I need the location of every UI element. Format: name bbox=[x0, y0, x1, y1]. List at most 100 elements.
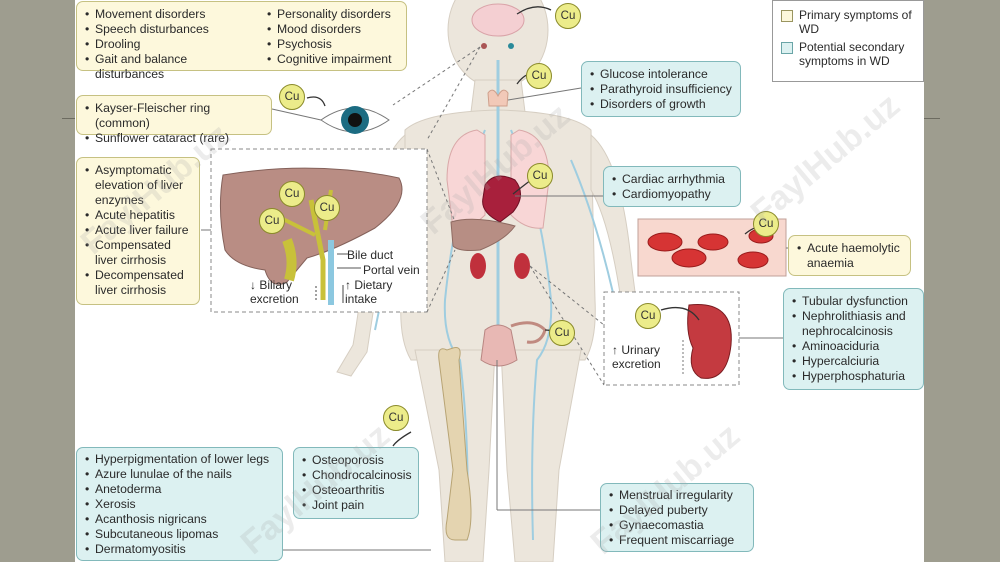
biliary-excretion-label: ↓ Biliary excretion bbox=[250, 278, 310, 306]
cu-marker-liver-1: Cu bbox=[279, 181, 305, 207]
reproductive-symptoms-box: Menstrual irregularity Delayed puberty G… bbox=[600, 483, 754, 552]
bile-duct-label: Bile duct bbox=[347, 248, 394, 262]
eye-right bbox=[508, 43, 514, 49]
kidney-left bbox=[470, 253, 486, 279]
list-item: Gynaecomastia bbox=[609, 518, 745, 533]
slide-border-left bbox=[0, 0, 75, 562]
list-item: Hyperphosphaturia bbox=[792, 369, 915, 384]
cu-marker-liver-2: Cu bbox=[314, 195, 340, 221]
cu-text: Cu bbox=[532, 170, 548, 182]
legend-primary-label: Primary symptoms of WD bbox=[799, 8, 912, 36]
list-item: Movement disorders bbox=[85, 7, 257, 22]
bone-list: Osteoporosis Chondrocalcinosis Osteoarth… bbox=[302, 453, 412, 513]
arrow-up-icon: ↑ bbox=[612, 343, 618, 357]
list-item: Hypercalciuria bbox=[792, 354, 915, 369]
liver bbox=[450, 218, 516, 251]
list-item: Kayser-Fleischer ring (common) bbox=[85, 101, 263, 131]
legend-swatch-secondary bbox=[781, 42, 793, 54]
list-item: Acute haemolytic anaemia bbox=[797, 241, 902, 271]
legend-secondary: Potential secondary symptoms in WD bbox=[781, 40, 915, 68]
list-item: Parathyroid insufficiency bbox=[590, 82, 732, 97]
legend-secondary-label: Potential secondary symptoms in WD bbox=[799, 40, 905, 68]
kidney-list: Tubular dysfunction Nephrolithiasis and … bbox=[792, 294, 915, 384]
cu-text: Cu bbox=[640, 310, 656, 322]
cu-marker-heart: Cu bbox=[527, 163, 553, 189]
cu-text: Cu bbox=[319, 202, 335, 214]
leg-bone bbox=[438, 347, 472, 541]
blood-inset bbox=[637, 218, 787, 277]
list-item: Acute liver failure bbox=[85, 223, 191, 238]
cardiac-list: Cardiac arrhythmia Cardiomyopathy bbox=[612, 172, 732, 202]
list-item: Hyperpigmentation of lower legs bbox=[85, 452, 274, 467]
list-item: Cardiac arrhythmia bbox=[612, 172, 732, 187]
list-item: Psychosis bbox=[267, 37, 391, 52]
cu-text: Cu bbox=[284, 188, 300, 200]
liver-symptoms-box: Asymptomatic elevation of liver enzymes … bbox=[76, 157, 200, 305]
endocrine-list: Glucose intolerance Parathyroid insuffic… bbox=[590, 67, 732, 112]
list-item: Osteoarthritis bbox=[302, 483, 410, 498]
list-item: Frequent miscarriage bbox=[609, 533, 745, 548]
kidney-inset bbox=[603, 291, 740, 386]
cu-marker-kidney: Cu bbox=[635, 303, 661, 329]
liver-list: Asymptomatic elevation of liver enzymes … bbox=[85, 163, 191, 298]
list-item: Drooling bbox=[85, 37, 257, 52]
list-item: Menstrual irregularity bbox=[609, 488, 745, 503]
legend-primary: Primary symptoms of WD bbox=[781, 8, 915, 36]
cu-text: Cu bbox=[560, 10, 576, 22]
cu-marker-brain: Cu bbox=[555, 3, 581, 29]
list-item: Cognitive impairment bbox=[267, 52, 391, 67]
liver-inset bbox=[210, 148, 428, 313]
kidney-symptoms-box: Tubular dysfunction Nephrolithiasis and … bbox=[783, 288, 924, 390]
list-item: Azure lunulae of the nails bbox=[85, 467, 274, 482]
cu-text: Cu bbox=[531, 70, 547, 82]
dietary-intake-label: ↑ Dietary intake bbox=[345, 278, 417, 306]
blood-symptoms-box: Acute haemolytic anaemia bbox=[788, 235, 911, 276]
cardiac-symptoms-box: Cardiac arrhythmia Cardiomyopathy bbox=[603, 166, 741, 207]
legend: Primary symptoms of WD Potential seconda… bbox=[772, 0, 924, 82]
blood-list: Acute haemolytic anaemia bbox=[797, 241, 902, 271]
slide-border-right bbox=[924, 0, 1000, 562]
list-item: Tubular dysfunction bbox=[792, 294, 915, 309]
arrow-down-icon: ↓ bbox=[250, 278, 256, 292]
list-item: Xerosis bbox=[85, 497, 274, 512]
cu-marker-liver-3: Cu bbox=[259, 208, 285, 234]
skin-list: Hyperpigmentation of lower legs Azure lu… bbox=[85, 452, 274, 557]
cu-marker-reproductive: Cu bbox=[549, 320, 575, 346]
cu-marker-bone: Cu bbox=[383, 405, 409, 431]
biliary-excretion-text: Biliary excretion bbox=[250, 278, 299, 306]
list-item: Nephrolithiasis and nephrocalcinosis bbox=[792, 309, 915, 339]
eye-symptoms-box: Kayser-Fleischer ring (common) Sunflower… bbox=[76, 95, 272, 146]
list-item: Gait and balance disturbances bbox=[85, 52, 257, 82]
list-item: Anetoderma bbox=[85, 482, 274, 497]
list-item: Aminoaciduria bbox=[792, 339, 915, 354]
neuro-list-1: Movement disorders Speech disturbances D… bbox=[85, 7, 257, 82]
connectors bbox=[201, 17, 788, 551]
eye-list: Kayser-Fleischer ring (common) Sunflower… bbox=[85, 101, 263, 146]
endocrine-symptoms-box: Glucose intolerance Parathyroid insuffic… bbox=[581, 61, 741, 117]
brain bbox=[471, 3, 525, 37]
cu-text: Cu bbox=[284, 91, 300, 103]
kidney-right bbox=[514, 253, 530, 279]
neurological-symptoms-box: Movement disorders Speech disturbances D… bbox=[76, 1, 407, 81]
list-item: Disorders of growth bbox=[590, 97, 732, 112]
reproductive-list: Menstrual irregularity Delayed puberty G… bbox=[609, 488, 745, 548]
dietary-intake-text: Dietary intake bbox=[345, 278, 393, 306]
list-item: Sunflower cataract (rare) bbox=[85, 131, 263, 146]
cu-text: Cu bbox=[264, 215, 280, 227]
list-item: Glucose intolerance bbox=[590, 67, 732, 82]
list-item: Osteoporosis bbox=[302, 453, 410, 468]
arrow-up-icon: ↑ bbox=[345, 278, 351, 292]
wilson-disease-figure: Cu Cu Cu Cu Cu Cu Cu Cu Cu Cu Cu Movemen… bbox=[75, 0, 924, 562]
thyroid bbox=[487, 89, 509, 107]
list-item: Mood disorders bbox=[267, 22, 391, 37]
list-item: Joint pain bbox=[302, 498, 410, 513]
cu-text: Cu bbox=[554, 327, 570, 339]
slide-rule-left bbox=[62, 118, 75, 119]
list-item: Acute hepatitis bbox=[85, 208, 191, 223]
slide-rule-right bbox=[924, 118, 940, 119]
list-item: Cardiomyopathy bbox=[612, 187, 732, 202]
eye-illustration bbox=[320, 106, 390, 134]
list-item: Dermatomyositis bbox=[85, 542, 274, 557]
eye-left bbox=[481, 43, 487, 49]
